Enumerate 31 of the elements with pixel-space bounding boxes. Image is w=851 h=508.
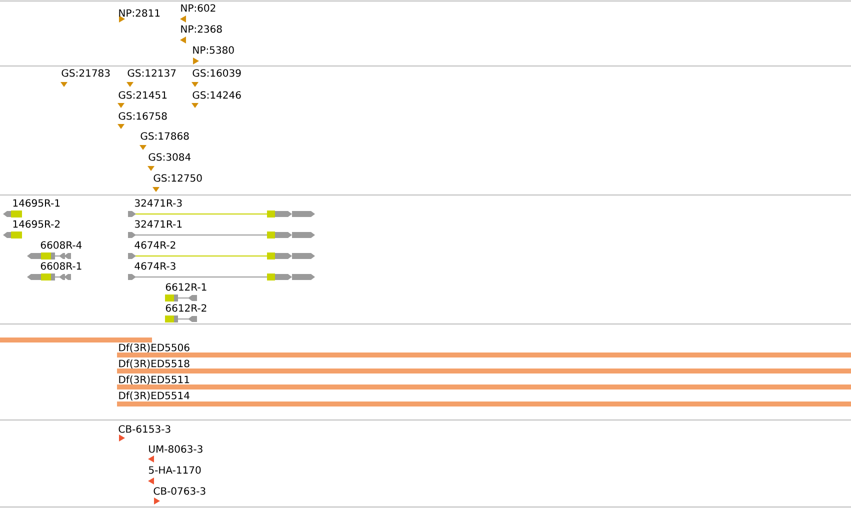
feature-label: NP:2811 [119, 9, 160, 17]
feature-label: NP:602 [181, 4, 216, 12]
feature-label: 5-HA-1170 [148, 466, 201, 474]
feature-label: 32471R-3 [134, 199, 182, 207]
feature-label: Df(3R)ED5518 [119, 360, 190, 368]
feature-label: 4674R-2 [134, 241, 176, 249]
feature-label: 6612R-1 [166, 283, 206, 291]
feature-label: GS:12137 [128, 69, 176, 77]
feature-label: 14695R-1 [13, 199, 60, 207]
feature-label: CB-0763-3 [154, 487, 206, 495]
feature-label: GS:16039 [192, 69, 241, 77]
feature-label: NP:5380 [193, 46, 234, 54]
feature-label: CB-6153-3 [118, 425, 170, 433]
feature-label: GS:14246 [192, 91, 241, 99]
feature-label: 6608R-1 [40, 262, 82, 270]
feature-label: Df(3R)ED5514 [119, 392, 190, 400]
feature-label: Df(3R)ED5506 [119, 344, 190, 352]
feature-label: GS:17868 [140, 132, 189, 140]
feature-label: 6608R-4 [40, 241, 82, 249]
feature-label: GS:12750 [154, 174, 202, 182]
feature-label: GS:16758 [118, 112, 167, 120]
feature-label: GS:3084 [148, 153, 191, 161]
feature-label: 4674R-3 [134, 262, 176, 270]
feature-label: 6612R-2 [166, 304, 206, 312]
feature-label: GS:21783 [62, 69, 110, 77]
feature-label: 32471R-1 [134, 220, 182, 228]
feature-label: 14695R-2 [13, 220, 60, 228]
feature-label: NP:2368 [181, 25, 222, 33]
feature-label: UM-8063-3 [149, 445, 202, 453]
feature-label: Df(3R)ED5511 [119, 376, 190, 384]
feature-label: GS:21451 [118, 91, 167, 99]
